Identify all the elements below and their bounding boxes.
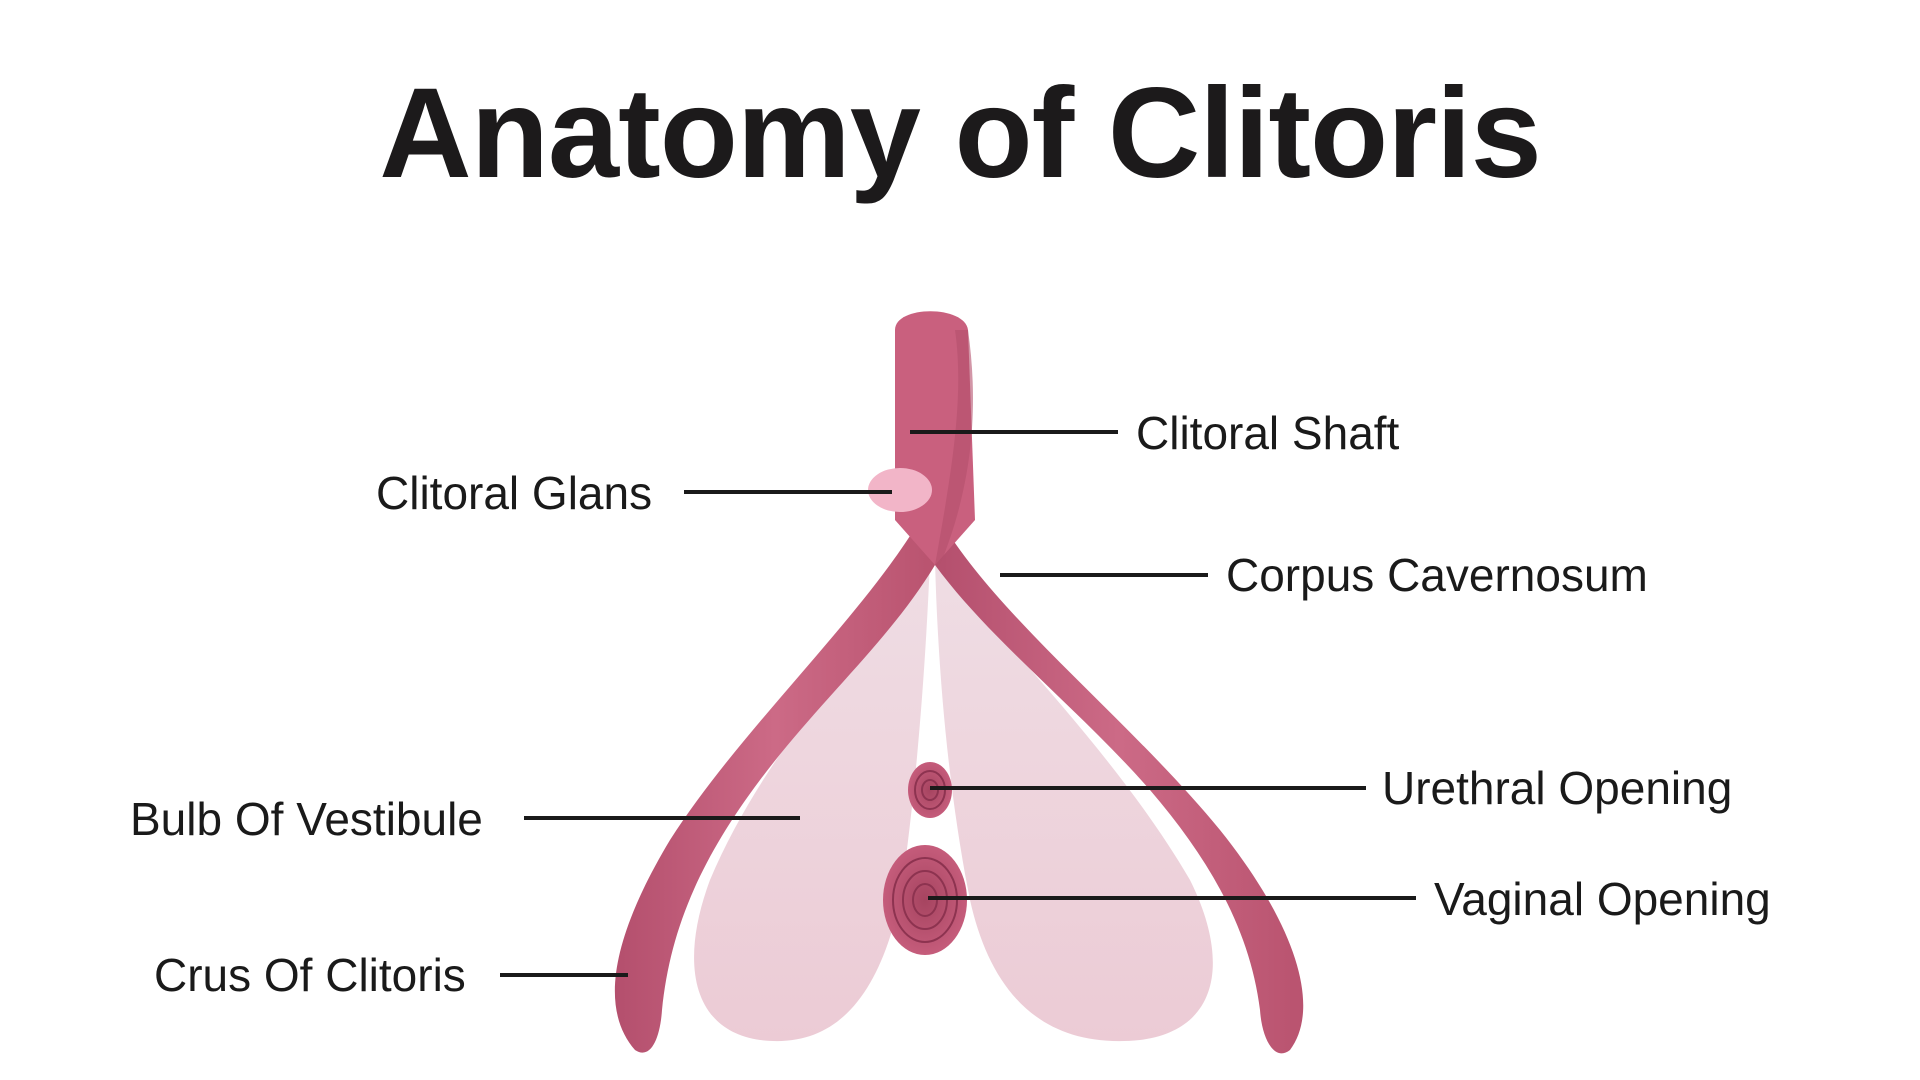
label-vaginal-opening: Vaginal Opening <box>1434 873 1771 925</box>
label-clitoral-shaft: Clitoral Shaft <box>1136 407 1400 459</box>
label-bulb-of-vestibule: Bulb Of Vestibule <box>130 793 483 845</box>
shaft-shading <box>935 330 973 565</box>
diagram-title: Anatomy of Clitoris <box>379 62 1542 205</box>
label-corpus-cavernosum: Corpus Cavernosum <box>1226 549 1648 601</box>
crus-left <box>614 520 935 1053</box>
clitoral-glans <box>868 468 932 512</box>
label-clitoral-glans: Clitoral Glans <box>376 467 653 519</box>
crus-right <box>935 520 1304 1054</box>
bulb-of-vestibule-right <box>935 560 1213 1042</box>
bulb-of-vestibule-left <box>694 560 930 1042</box>
label-crus-of-clitoris: Crus Of Clitoris <box>154 949 466 1001</box>
label-urethral-opening: Urethral Opening <box>1382 762 1733 814</box>
